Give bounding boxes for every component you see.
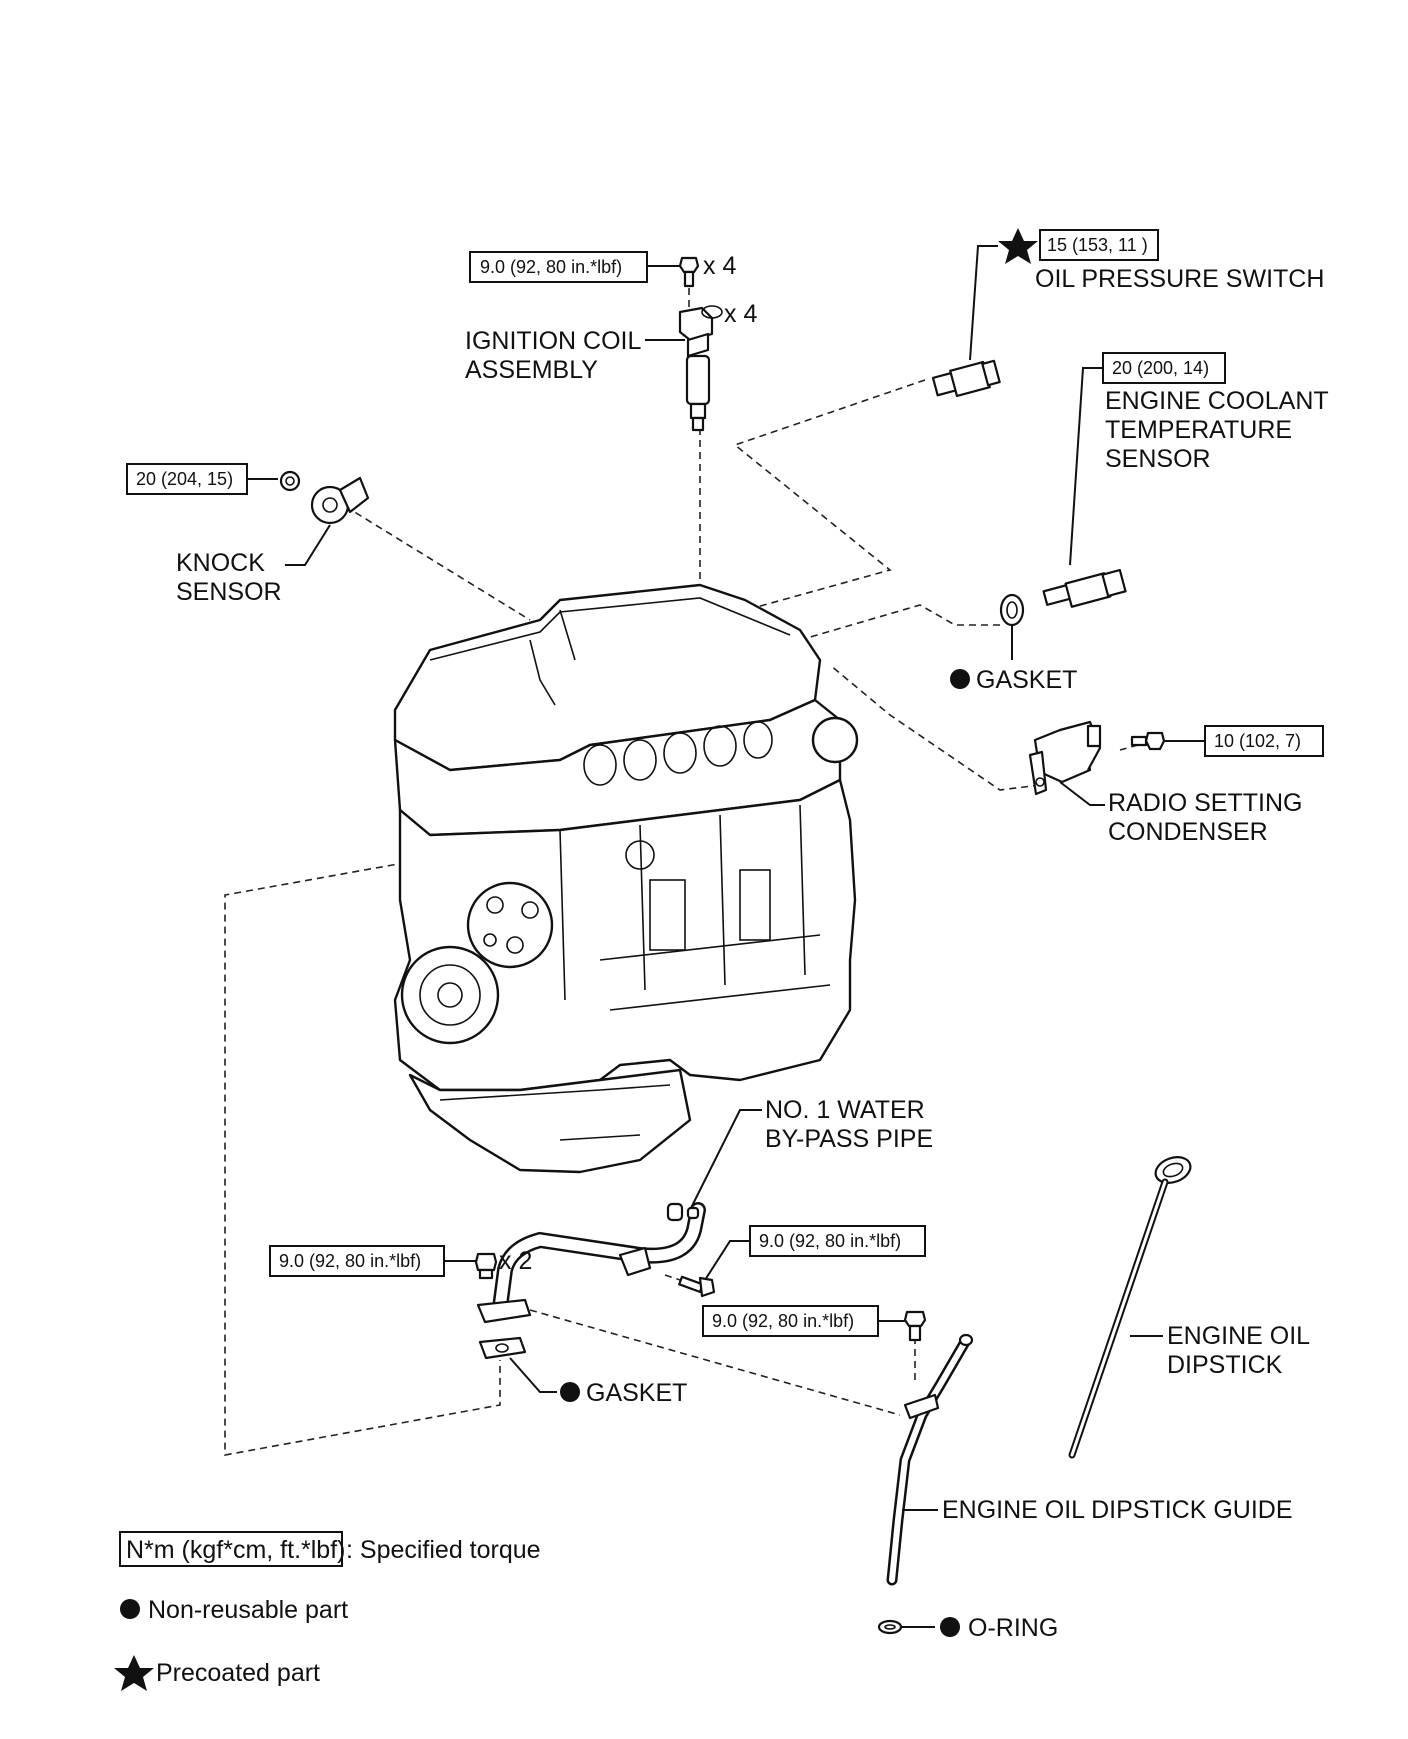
condenser-torque-box: [1204, 725, 1324, 757]
knock-label-1: KNOCK: [176, 549, 265, 577]
condenser-group: 10 (102, 7) RADIO SETTING CONDENSER: [1028, 720, 1324, 846]
dipstick-guide-label: ENGINE OIL DIPSTICK GUIDE: [942, 1496, 1293, 1524]
dipstick-guide-group: 9.0 (92, 80 in.*lbf) ENGINE OIL DIPSTICK…: [702, 1305, 1293, 1642]
dipstick-label-2: DIPSTICK: [1167, 1351, 1283, 1379]
coolant-label-2: TEMPERATURE: [1105, 416, 1292, 444]
coolant-torque-box: [1102, 352, 1226, 384]
oil-pressure-torque-box: [1039, 229, 1159, 261]
water-bypass-pipe-group: NO. 1 WATER BY-PASS PIPE 9.0 (92, 80 in.…: [269, 1096, 933, 1407]
coil-count: x 4: [724, 300, 757, 328]
dipstick-group: ENGINE OIL DIPSTICK: [1068, 1156, 1310, 1459]
oil-pressure-switch-label: OIL PRESSURE SWITCH: [1035, 265, 1324, 293]
non-reusable-dot-icon: [120, 1599, 140, 1619]
pipe-nut-count: x 2: [499, 1247, 532, 1275]
pipe-nut-icon: [474, 1252, 498, 1280]
non-reusable-dot-icon: [940, 1617, 960, 1637]
non-reusable-dot-icon: [950, 669, 970, 689]
pipe-bolt-torque: 9.0 (92, 80 in.*lbf): [759, 1231, 901, 1251]
ignition-coil-icon: [678, 305, 723, 432]
condenser-label-2: CONDENSER: [1108, 818, 1268, 846]
coolant-label-1: ENGINE COOLANT: [1105, 387, 1329, 415]
legend-precoated: Precoated part: [156, 1659, 320, 1687]
lower-gasket-icon: [478, 1336, 527, 1360]
oil-pressure-switch-group: 15 (153, 11 ) OIL PRESSURE SWITCH: [931, 228, 1324, 398]
legend-torque-units: N*m (kgf*cm, ft.*lbf): [126, 1536, 345, 1564]
water-pipe-label-1: NO. 1 WATER: [765, 1096, 925, 1124]
pipe-bolt-icon: [678, 1275, 716, 1298]
knock-nut-icon: [279, 470, 301, 492]
coil-bolt-torque: 9.0 (92, 80 in.*lbf): [480, 257, 622, 277]
pipe-nut-torque-box: [269, 1245, 445, 1277]
legend-non-reusable: Non-reusable part: [148, 1596, 348, 1624]
non-reusable-dot-icon: [560, 1382, 580, 1402]
ignition-coil-group: 9.0 (92, 80 in.*lbf) x 4 x 4 IGNITION CO…: [465, 251, 757, 432]
dipstick-label-1: ENGINE OIL: [1167, 1322, 1310, 1350]
dipstick-icon: [1068, 1156, 1192, 1459]
guide-bolt-icon: [903, 1310, 927, 1342]
guide-bolt-torque: 9.0 (92, 80 in.*lbf): [712, 1311, 854, 1331]
o-ring-label: O-RING: [968, 1614, 1058, 1642]
pipe-bolt-torque-box: [749, 1225, 926, 1257]
condenser-icon: [1028, 720, 1102, 796]
condenser-bolt-icon: [1130, 731, 1166, 751]
ignition-coil-label-1: IGNITION COIL: [465, 327, 642, 355]
water-bypass-pipe-icon: [476, 1202, 706, 1324]
coolant-sensor-icon: [1042, 568, 1127, 608]
coolant-sensor-group: 20 (200, 14) ENGINE COOLANT TEMPERATURE …: [1042, 352, 1329, 608]
gasket-ring-icon: [999, 593, 1025, 627]
lower-gasket-label: GASKET: [586, 1379, 687, 1407]
coolant-label-3: SENSOR: [1105, 445, 1211, 473]
knock-label-2: SENSOR: [176, 578, 282, 606]
dipstick-guide-icon: [886, 1333, 974, 1586]
upper-gasket-group: GASKET: [950, 593, 1077, 694]
precoated-star-icon: [998, 228, 1038, 264]
precoated-star-icon: [114, 1655, 154, 1691]
coolant-torque: 20 (200, 14): [1112, 358, 1209, 378]
legend: N*m (kgf*cm, ft.*lbf) : Specified torque…: [114, 1531, 541, 1691]
coil-bolt-icon: [678, 256, 700, 288]
knock-sensor-group: 20 (204, 15) KNOCK SENSOR: [126, 463, 370, 606]
condenser-torque: 10 (102, 7): [1214, 731, 1301, 751]
upper-gasket-label: GASKET: [976, 666, 1077, 694]
coil-bolt-count: x 4: [703, 252, 736, 280]
knock-sensor-icon: [310, 476, 370, 525]
legend-torque-text: : Specified torque: [346, 1536, 541, 1564]
water-pipe-label-2: BY-PASS PIPE: [765, 1125, 933, 1153]
pipe-nut-torque: 9.0 (92, 80 in.*lbf): [279, 1251, 421, 1271]
condenser-label-1: RADIO SETTING: [1108, 789, 1302, 817]
knock-torque: 20 (204, 15): [136, 469, 233, 489]
oil-pressure-switch-icon: [931, 359, 1001, 398]
ignition-coil-label-2: ASSEMBLY: [465, 356, 598, 384]
o-ring-icon: [877, 1619, 903, 1635]
legend-torque-box: [119, 1531, 343, 1567]
coil-bolt-torque-box: [469, 251, 648, 283]
oil-pressure-torque: 15 (153, 11 ): [1047, 235, 1148, 255]
engine-block-illustration: [393, 583, 859, 1174]
